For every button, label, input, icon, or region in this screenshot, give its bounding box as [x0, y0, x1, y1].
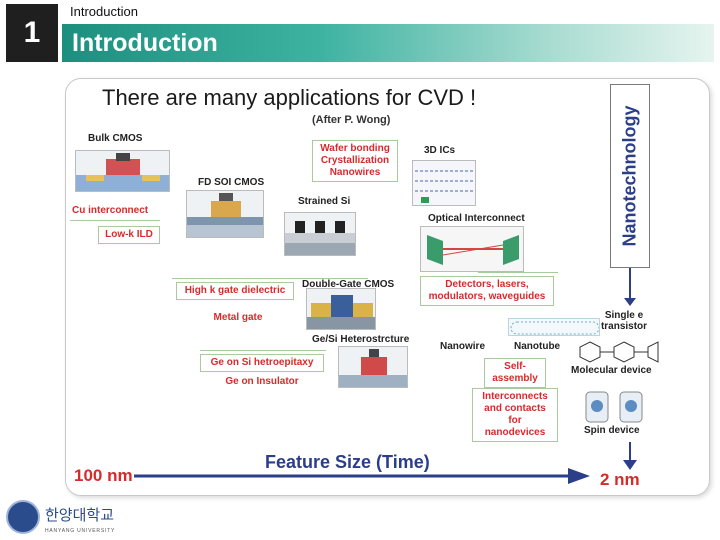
- connector-line: [70, 220, 160, 221]
- credit-text: (After P. Wong): [312, 114, 391, 126]
- axis-left-label: 100 nm: [74, 466, 133, 485]
- box-high-k: High k gate dielectric: [176, 282, 294, 300]
- bulk-cmos-image: [75, 150, 170, 192]
- connector-line: [200, 350, 326, 351]
- box-self-assembly: Self-assembly: [484, 358, 546, 388]
- label-ge-si: Ge/Si Heterostrcture: [312, 334, 410, 345]
- university-logo-icon: [6, 500, 40, 534]
- label-nanotube: Nanotube: [514, 341, 561, 352]
- label-double-gate: Double-Gate CMOS: [302, 279, 395, 290]
- box-wafer-bonding: Wafer bonding Crystallization Nanowires: [312, 140, 398, 182]
- nanotechnology-label-box: Nanotechnology: [610, 84, 650, 268]
- box-low-k: Low-k ILD: [98, 226, 160, 244]
- slide-heading: There are many applications for CVD !: [102, 85, 477, 110]
- title-band: Introduction: [62, 24, 714, 62]
- optical-interconnect-image: [420, 226, 524, 272]
- chapter-number-badge: 1: [6, 4, 58, 62]
- molecular-device-image: [578, 338, 660, 364]
- box-interconnects-nano: Interconnects and contacts for nanodevic…: [472, 388, 558, 442]
- page-title: Introduction: [72, 29, 218, 57]
- breadcrumb: Introduction: [70, 4, 138, 19]
- ge-si-image: [338, 346, 408, 388]
- label-nanowire: Nanowire: [440, 341, 486, 352]
- university-name: 한양대학교: [45, 506, 115, 524]
- connector-line: [172, 278, 368, 279]
- spin-device-image: [584, 386, 644, 424]
- label-spin: Spin device: [584, 425, 640, 436]
- label-optical: Optical Interconnect: [428, 213, 525, 224]
- content-frame: [65, 78, 710, 496]
- label-single-e: Single e transistor: [600, 310, 648, 332]
- box-detectors: Detectors, lasers, modulators, waveguide…: [420, 276, 554, 306]
- axis-title: Feature Size (Time): [265, 452, 430, 472]
- connector-line: [478, 272, 558, 273]
- box-ge-on-insulator: Ge on Insulator: [225, 376, 299, 387]
- axis-right-label: 2 nm: [600, 470, 640, 489]
- nanotube-image: [508, 318, 600, 336]
- label-molecular: Molecular device: [571, 365, 652, 376]
- label-3d-ics: 3D ICs: [424, 145, 456, 156]
- strained-si-image: [284, 212, 356, 256]
- 3d-ics-image: [412, 160, 476, 206]
- box-ge-on-si: Ge on Si hetroepitaxy: [200, 354, 324, 372]
- label-bulk-cmos: Bulk CMOS: [88, 133, 143, 144]
- label-strained-si: Strained Si: [298, 196, 351, 207]
- nanotechnology-label: Nanotechnology: [619, 105, 640, 247]
- double-gate-image: [306, 288, 376, 330]
- box-metal-gate: Metal gate: [213, 312, 263, 323]
- fd-soi-image: [186, 190, 264, 238]
- label-fd-soi: FD SOI CMOS: [198, 177, 265, 188]
- university-sub: HANYANG UNIVERSITY: [45, 528, 116, 534]
- box-cu-interconnect: Cu interconnect: [72, 205, 149, 216]
